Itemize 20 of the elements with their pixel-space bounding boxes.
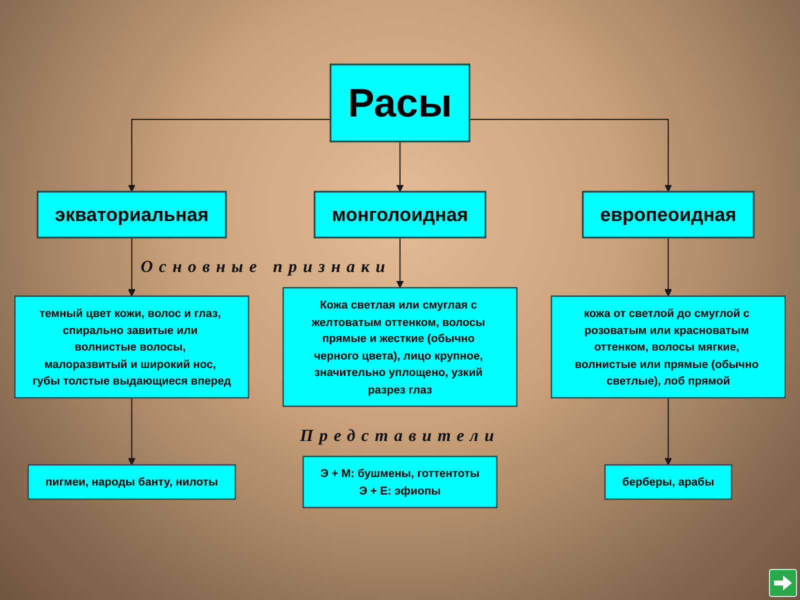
node-box: кожа от светлой до смуглой с розоватым или красноватым оттенком, волосы мягкие, волнистые или прямые (обычно светлые), лоб прямой (550, 296, 786, 398)
arrow (396, 236, 404, 288)
node-box: темный цвет кожи, волос и глаз, спирально завитые или волнистые волосы, малоразвитый и широкий нос, губы толстые выдающиеся вперед (14, 296, 250, 398)
section-heading: Представители (300, 426, 500, 446)
node-box: Кожа светлая или смуглая с желтоватым оттенком, волосы прямые и жесткие (обычно черного цвета), лицо крупное, значительно уплощено, узкий разрез глаз (282, 287, 518, 407)
node-box: берберы, арабы (604, 464, 732, 500)
node-box: пигмеи, народы банту, нилоты (28, 464, 236, 500)
section-heading: Основные признаки (140, 256, 392, 277)
arrow (664, 236, 672, 297)
node-box: европеоидная (582, 190, 755, 238)
arrow (128, 118, 331, 192)
arrow (396, 140, 404, 192)
node-box: экваториальная (36, 190, 227, 238)
arrow (128, 397, 136, 466)
node-box: Расы (330, 64, 470, 142)
arrow (664, 397, 672, 466)
node-box: Э + М: бушмены, готтентоты Э + Е: эфиопы (302, 456, 498, 508)
arrow (469, 118, 672, 192)
node-box: монголоидная (314, 190, 486, 238)
arrow (128, 236, 136, 297)
